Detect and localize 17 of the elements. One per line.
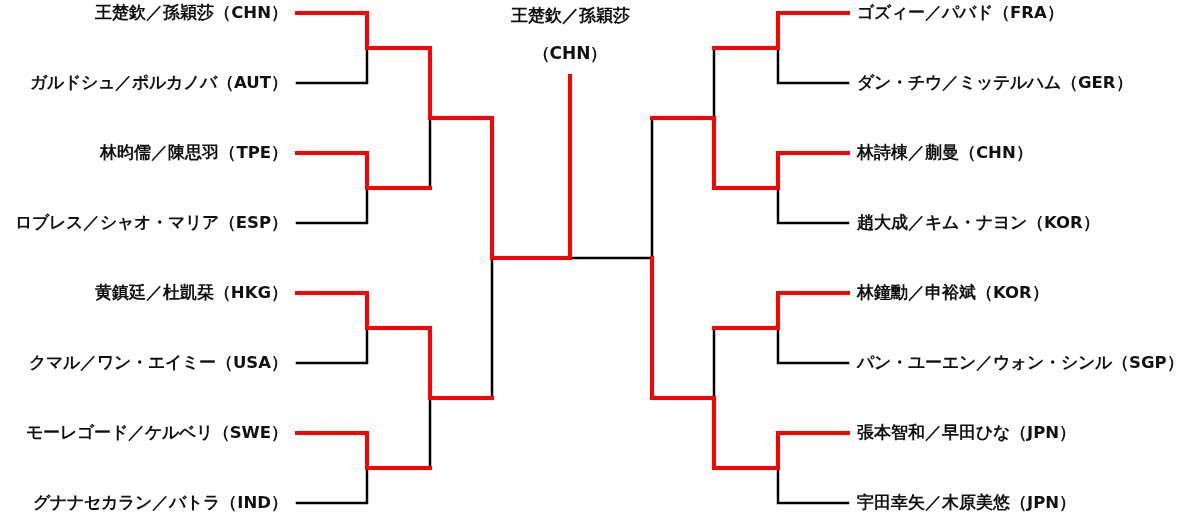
team-name: 宇田幸矢／木原美悠（JPN） — [857, 492, 1077, 514]
team-name: 林昀儒／陳思羽（TPE） — [100, 142, 288, 164]
team-name: 張本智和／早田ひな（JPN） — [857, 422, 1077, 444]
team-name: 王楚欽／孫穎莎（CHN） — [95, 2, 288, 24]
winner-name: 王楚欽／孫穎莎（CHN） — [507, 0, 633, 72]
team-name: クマル／ワン・エイミー（USA） — [28, 352, 288, 374]
team-name: グナナセカラン／バトラ（IND） — [33, 492, 288, 514]
team-name: パン・ユーエン／ウォン・シンル（SGP） — [857, 352, 1184, 374]
team-name: 趙大成／キム・ナヨン（KOR） — [857, 212, 1100, 234]
team-name: モーレゴード／ケルベリ（SWE） — [25, 422, 288, 444]
team-name: ゴズィー／パバド（FRA） — [857, 2, 1064, 24]
team-name: ダン・チウ／ミッテルハム（GER） — [857, 72, 1133, 94]
team-name: 林詩棟／蒯曼（CHN） — [857, 142, 1033, 164]
team-name: 林鐘勳／申裕斌（KOR） — [857, 282, 1049, 304]
team-name: ロブレス／シャオ・マリア（ESP） — [14, 212, 288, 234]
team-name: ガルドシュ／ポルカノバ（AUT） — [30, 72, 288, 94]
team-name: 黄鎮廷／杜凱栞（HKG） — [94, 282, 288, 304]
